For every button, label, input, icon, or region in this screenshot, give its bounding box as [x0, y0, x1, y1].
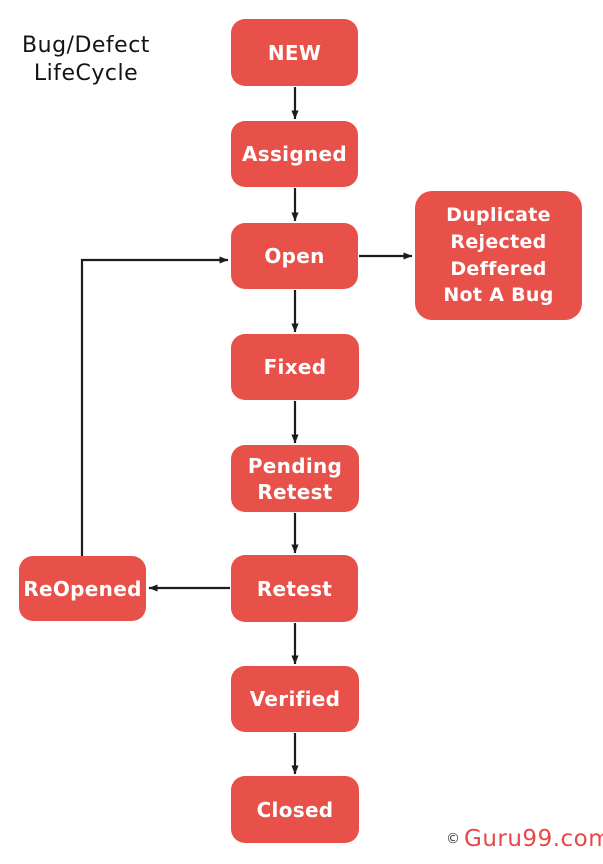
copyright-icon: © — [446, 831, 460, 847]
node-terminal-states: Duplicate Rejected Deffered Not A Bug — [415, 191, 582, 320]
edge-reopened-to-open-loop — [80, 256, 229, 556]
page-title-line2: LifeCycle — [33, 61, 139, 87]
node-reopened: ReOpened — [19, 556, 146, 621]
node-verified: Verified — [231, 666, 359, 732]
node-fixed: Fixed — [231, 334, 359, 400]
node-open: Open — [231, 223, 358, 289]
node-pending-retest: Pending Retest — [231, 445, 359, 512]
page-title: Bug/Defect LifeCycle — [14, 32, 158, 88]
node-new: NEW — [231, 19, 358, 86]
brand-watermark: © Guru99.com — [446, 826, 603, 852]
brand-name: Guru99.com — [464, 826, 603, 852]
node-closed: Closed — [231, 776, 359, 843]
page-title-line1: Bug/Defect — [22, 33, 150, 58]
node-assigned: Assigned — [231, 121, 358, 187]
node-retest: Retest — [231, 555, 358, 622]
